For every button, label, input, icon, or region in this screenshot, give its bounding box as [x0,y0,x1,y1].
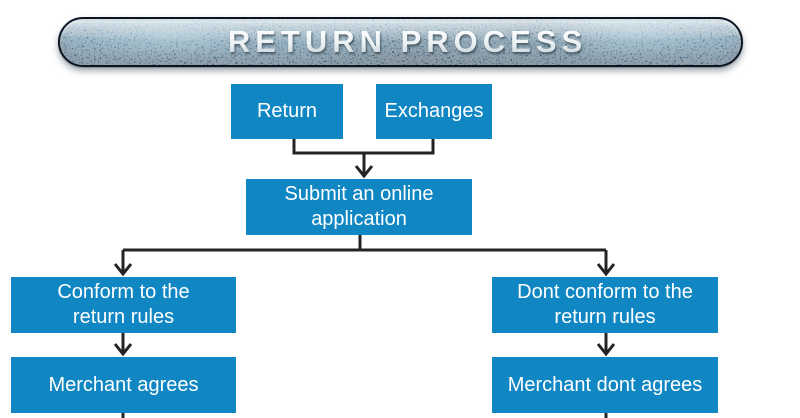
node-label-line: return rules [554,306,656,328]
node-label: Return [256,100,318,122]
arrowhead-to-submit [354,165,374,179]
node-conform-to-rules: Conform to the return rules [11,277,236,333]
node-submit-online-application: Submit an online application [246,179,472,235]
node-dont-conform-to-rules: Dont conform to the return rules [492,277,718,333]
node-label-line: Submit an online [284,183,434,205]
header-banner: RETURN PROCESS [58,17,743,67]
node-label: Exchanges [384,100,484,122]
banner-sparkle-texture [60,19,741,65]
arrowhead-to-merchant-agrees [113,343,133,357]
node-label-line: Conform to the [57,281,190,303]
arrowhead-to-merchant-dont-agrees [596,343,616,357]
node-label-line: Dont conform to the [517,281,693,303]
page-title: RETURN PROCESS [60,19,741,65]
node-label-line: application [311,208,407,230]
node-label-line: return rules [72,306,175,328]
node-merchant-dont-agrees: Merchant dont agrees [492,357,718,413]
edge-return-exchanges-merge [292,139,435,155]
node-return: Return [231,84,343,139]
node-exchanges: Exchanges [376,84,492,139]
banner-gloss-highlight [63,21,738,41]
node-label: Merchant dont agrees [507,373,703,396]
arrowhead-to-dont-conform [596,263,616,277]
node-merchant-agrees: Merchant agrees [11,357,236,413]
arrowhead-to-conform [113,263,133,277]
node-label: Merchant agrees [48,373,199,396]
